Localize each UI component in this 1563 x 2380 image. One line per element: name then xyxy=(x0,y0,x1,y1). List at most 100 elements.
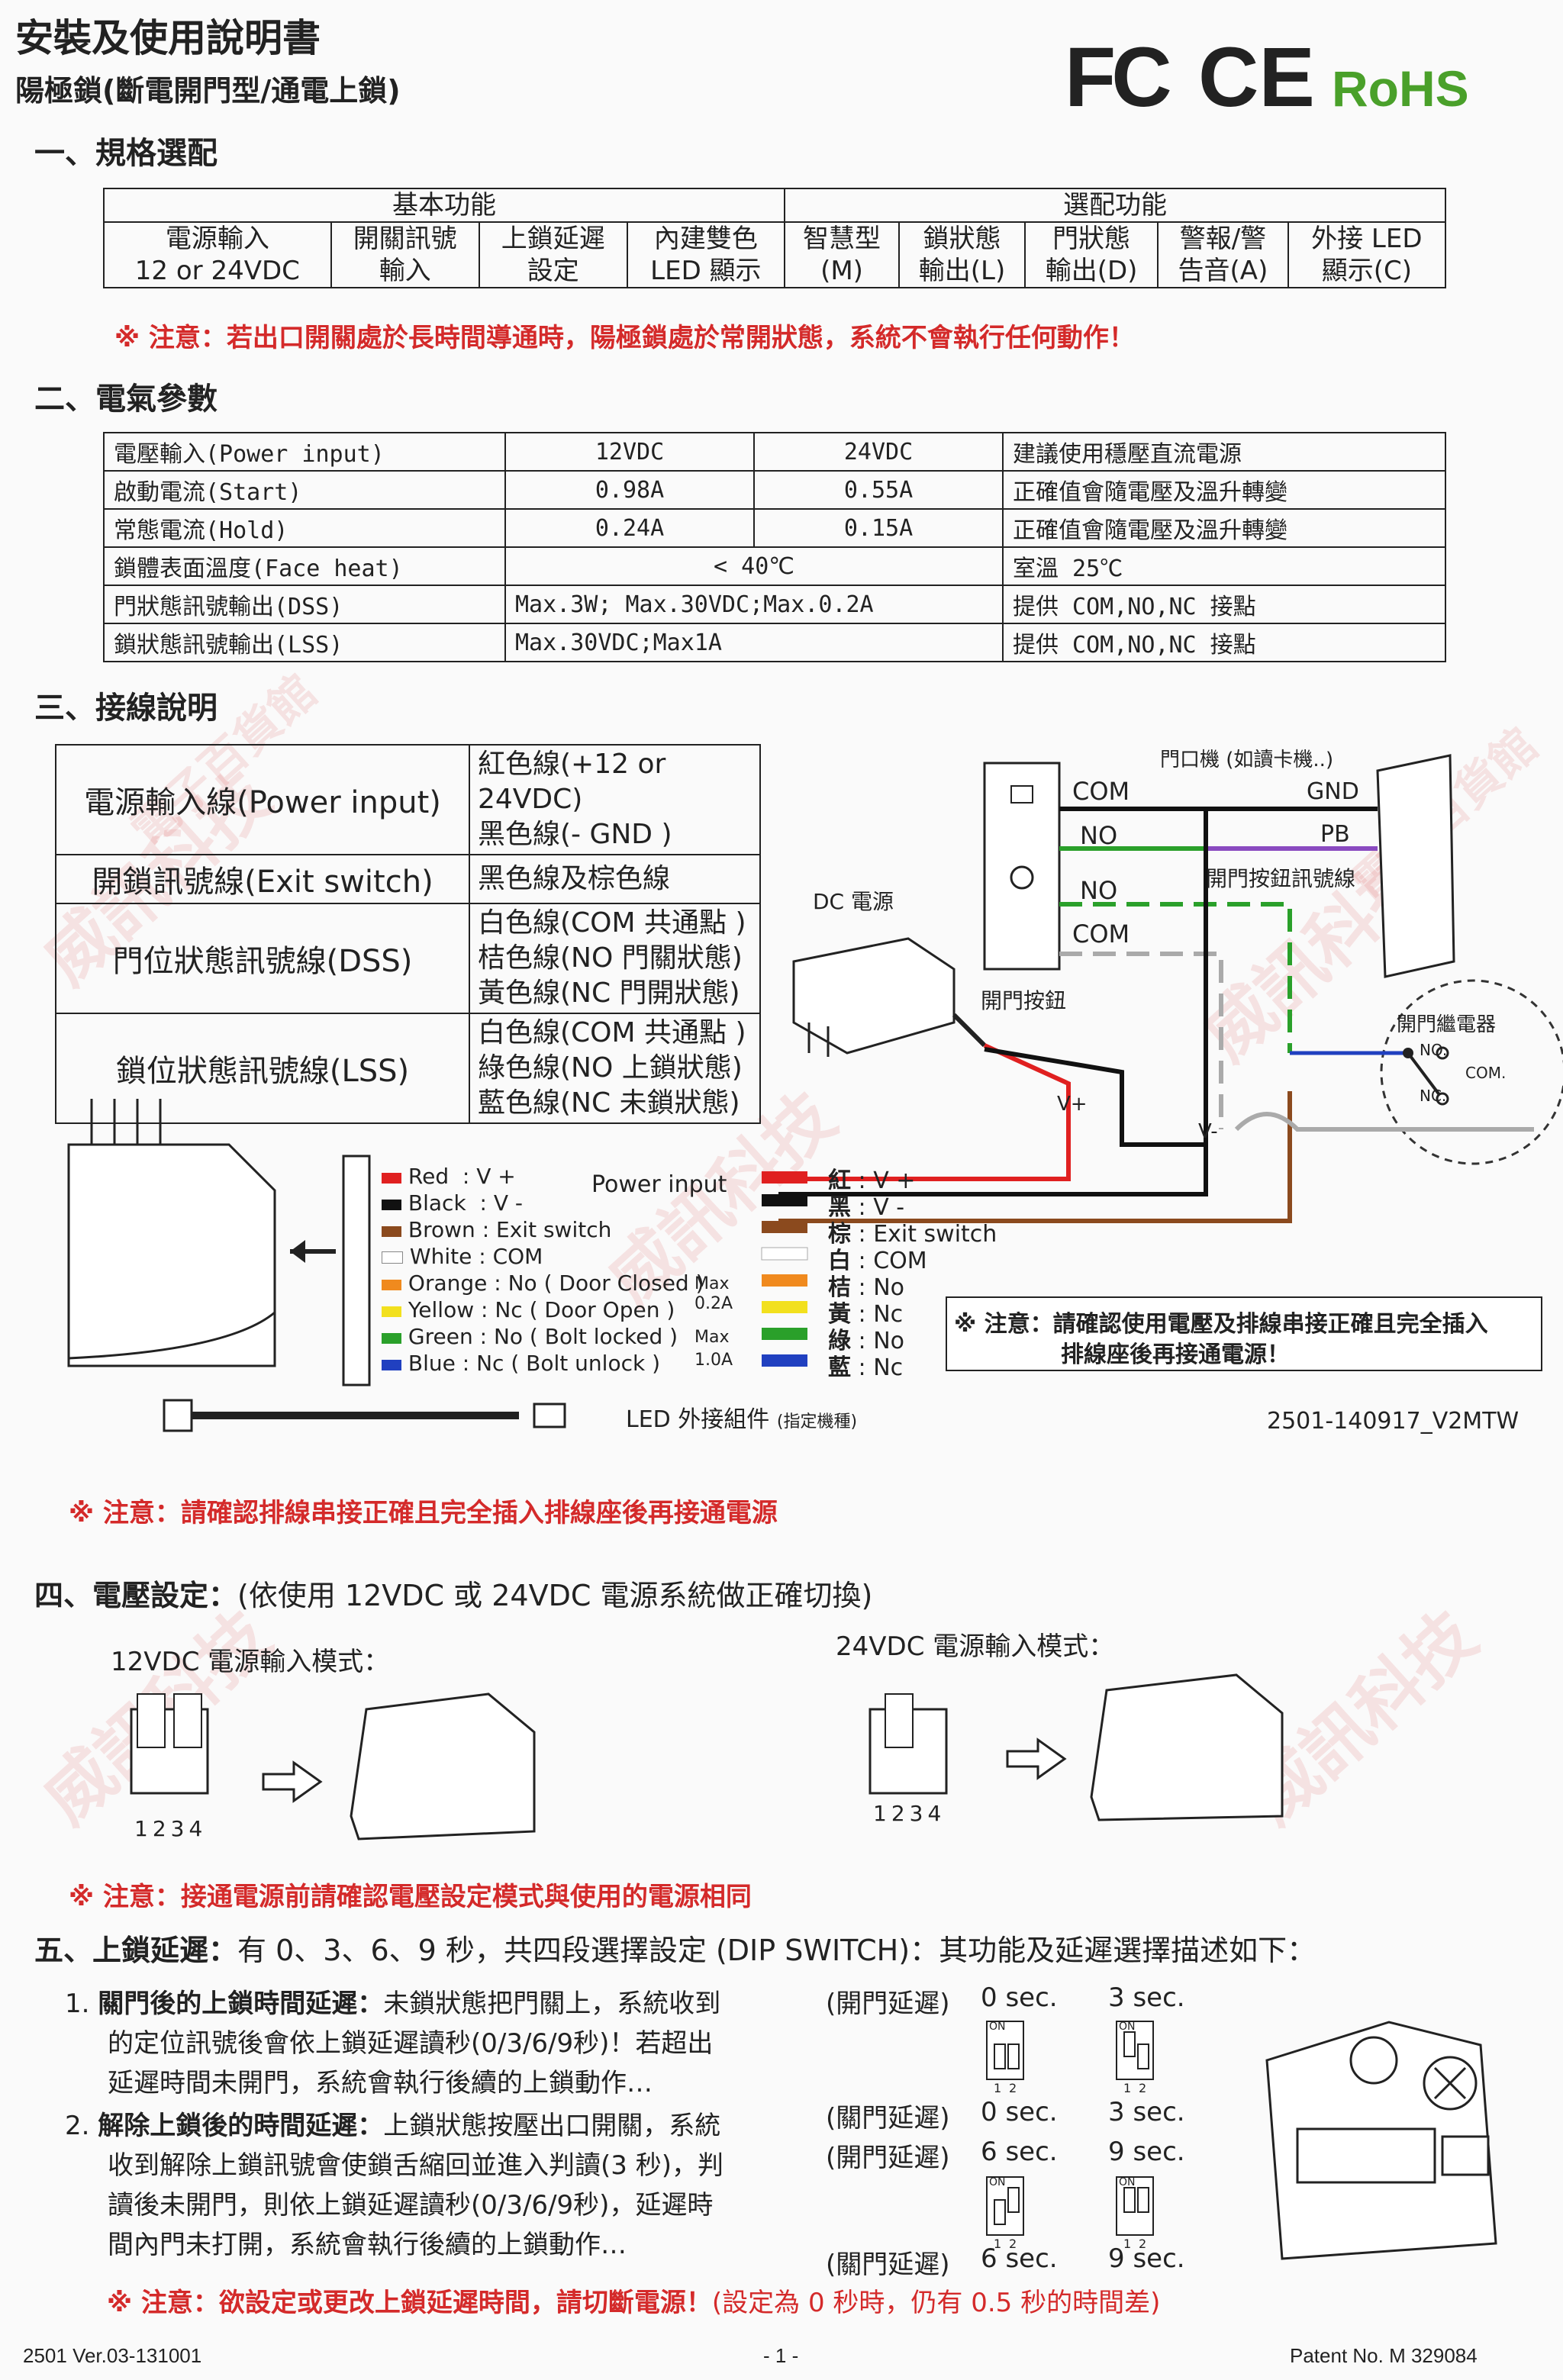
btn-no2: NO xyxy=(1080,876,1118,905)
legend-green: Green : No ( Bolt locked ) xyxy=(382,1324,678,1349)
led-kit-label: LED 外接組件 (指定機種) xyxy=(626,1406,858,1433)
exit-button-label: 開門按鈕 xyxy=(981,988,1067,1013)
dip-row1-label: (開門延遲) xyxy=(826,1989,950,2019)
wire-orange-swatch xyxy=(382,1280,401,1290)
table-row: 開鎖訊號線(Exit switch) 黑色線及棕色線 xyxy=(55,854,761,904)
wire-yellow-swatch xyxy=(382,1306,401,1317)
wire-brown-swatch xyxy=(382,1226,401,1237)
wire-green-swatch xyxy=(382,1333,401,1344)
max-value-2: 1.0A xyxy=(694,1351,733,1370)
document-title: 安裝及使用說明書 xyxy=(15,16,321,60)
relay-no: NO. xyxy=(1420,1041,1448,1059)
dip-row2-label: (關門延遲) xyxy=(826,2103,950,2134)
diagram-note-line1: ※ 注意：請確認使用電壓及排線串接正確且完全插入 xyxy=(954,1311,1488,1338)
footer-patent: Patent No. M 329084 xyxy=(1290,2344,1478,2367)
legend-black: Black : V - xyxy=(382,1190,523,1216)
table-row: 電源輸入線(Power input) 紅色線(+12 or 24VDC)黑色線(… xyxy=(55,744,761,855)
cn-legend-black: 黑 : V - xyxy=(828,1194,905,1221)
pin-numbers-12: 1234 xyxy=(134,1816,208,1841)
reader-label: 門口機 (如讀卡機..) xyxy=(1160,749,1334,771)
spec-cell: 開關訊號輸入 xyxy=(330,221,480,288)
dc-power-label: DC 電源 xyxy=(813,889,894,914)
btn-no1: NO xyxy=(1080,821,1118,850)
footer-page: - 1 - xyxy=(763,2344,799,2367)
btn-com1: COM xyxy=(1072,777,1130,806)
dip-row3-label: (開門延遲) xyxy=(826,2143,950,2173)
dip-row1-v1: 0 sec. xyxy=(981,1982,1058,2013)
dip-row2-v1: 0 sec. xyxy=(981,2097,1058,2127)
wiring-table: 電源輸入線(Power input) 紅色線(+12 or 24VDC)黑色線(… xyxy=(55,744,761,1124)
lock-dip-illustration xyxy=(1265,2021,1497,2260)
rohs-logo: RoHS xyxy=(1332,60,1469,117)
document-subtitle: 陽極鎖(斷電開門型/通電上鎖) xyxy=(15,74,401,108)
spec-cell: 警報/警告音(A) xyxy=(1157,221,1289,288)
legend-brown: Brown : Exit switch xyxy=(382,1217,611,1242)
legend-blue: Blue : Nc ( Bolt unlock ) xyxy=(382,1351,660,1376)
wire-black-swatch xyxy=(382,1200,401,1210)
section-spec-title: 一、規格選配 xyxy=(34,136,218,171)
delay-item-2: 2. 解除上鎖後的時間延遲：上鎖狀態按壓出口開關，系統 收到解除上鎖訊號會使鎖舌… xyxy=(65,2111,723,2260)
wiring-diagram xyxy=(67,754,1563,1432)
relay-label: 開門繼電器 xyxy=(1397,1013,1497,1036)
section-delay-title: 五、上鎖延遲：有 0、3、6、9 秒，共四段選擇設定 (DIP SWITCH)：… xyxy=(34,1934,1316,1967)
legend-red: Red : V + xyxy=(382,1164,516,1189)
dip-row4-v1: 6 sec. xyxy=(981,2243,1058,2274)
dip-row3-v1: 6 sec. xyxy=(981,2137,1058,2167)
legend-white: White : COM xyxy=(382,1244,543,1269)
cn-legend-blue: 藍 : Nc xyxy=(828,1354,904,1381)
power-input-label: Power input xyxy=(591,1171,727,1198)
spec-cell: 上鎖延遲設定 xyxy=(478,221,628,288)
wire-blue-swatch xyxy=(382,1360,401,1370)
voltage-note: ※ 注意：接通電源前請確認電壓設定模式與使用的電源相同 xyxy=(69,1882,752,1912)
table-row: 鎖狀態訊號輸出(LSS)Max.30VDC;Max1A 提供 COM,NO,NC… xyxy=(103,623,1446,662)
spec-cell: 門狀態輸出(D) xyxy=(1023,221,1159,288)
cn-legend-red: 紅 : V + xyxy=(828,1167,916,1194)
relay-com: COM. xyxy=(1465,1064,1507,1082)
voltage-diagrams xyxy=(130,1673,1284,1841)
spec-note: ※ 注意：若出口開關處於長時間導通時，陽極鎖處於常開狀態，系統不會執行任何動作！ xyxy=(114,323,1135,353)
cn-legend-white: 白 : COM xyxy=(828,1248,927,1274)
table-row: 門狀態訊號輸出(DSS)Max.3W; Max.30VDC;Max.0.2A 提… xyxy=(103,585,1446,624)
legend-yellow: Yellow : Nc ( Door Open ) xyxy=(382,1297,675,1322)
dip-row2-v2: 3 sec. xyxy=(1108,2097,1185,2127)
table-row: 門位狀態訊號線(DSS) 白色線(COM 共通點 )桔色線(NO 門關狀態)黃色… xyxy=(55,903,761,1014)
ce-logo: CE xyxy=(1198,31,1315,124)
wiring-note: ※ 注意：請確認排線串接正確且完全插入排線座後再接通電源 xyxy=(69,1498,778,1528)
dip-row1-v2: 3 sec. xyxy=(1108,1982,1185,2013)
dip-row4-v2: 9 sec. xyxy=(1108,2243,1185,2274)
mode-24vdc: 24VDC 電源輸入模式： xyxy=(836,1631,1115,1662)
delay-note: ※ 注意：欲設定或更改上鎖延遲時間，請切斷電源！(設定為 0 秒時，仍有 0.5… xyxy=(107,2288,1161,2318)
table-row: 鎖位狀態訊號線(LSS) 白色線(COM 共通點 )綠色線(NO 上鎖狀態)藍色… xyxy=(55,1013,761,1124)
vminus-label: V- xyxy=(1198,1120,1218,1143)
cn-legend-brown: 棕 : Exit switch xyxy=(828,1221,997,1248)
spec-cell: 鎖狀態輸出(L) xyxy=(898,221,1026,288)
wire-white-swatch xyxy=(382,1251,403,1264)
max-label-2: Max xyxy=(694,1328,730,1347)
cn-legend-green: 綠 : No xyxy=(828,1328,904,1354)
cn-legend-yellow: 黃 : Nc xyxy=(828,1301,904,1328)
delay-item-1: 1. 關門後的上鎖時間延遲：未鎖狀態把門關上，系統收到 的定位訊號後會依上鎖延遲… xyxy=(65,1989,721,2098)
cn-legend-orange: 桔 : No xyxy=(828,1274,904,1301)
reader-pb: PB xyxy=(1320,821,1350,848)
max-label-1: Max xyxy=(694,1274,730,1293)
fcc-logo: FC xyxy=(1065,31,1172,124)
section-voltage-title: 四、電壓設定：(依使用 12VDC 或 24VDC 電源系統做正確切換) xyxy=(34,1579,873,1612)
group-basic: 基本功能 xyxy=(103,188,785,223)
diagram-note-line2: 排線座後再接通電源！ xyxy=(1061,1341,1290,1368)
dip-row3-v2: 9 sec. xyxy=(1108,2137,1185,2167)
footer-version: 2501 Ver.03-131001 xyxy=(23,2344,202,2367)
btn-com2: COM xyxy=(1072,919,1130,948)
relay-nc: NC. xyxy=(1420,1087,1447,1105)
vplus-label: V+ xyxy=(1057,1093,1088,1116)
